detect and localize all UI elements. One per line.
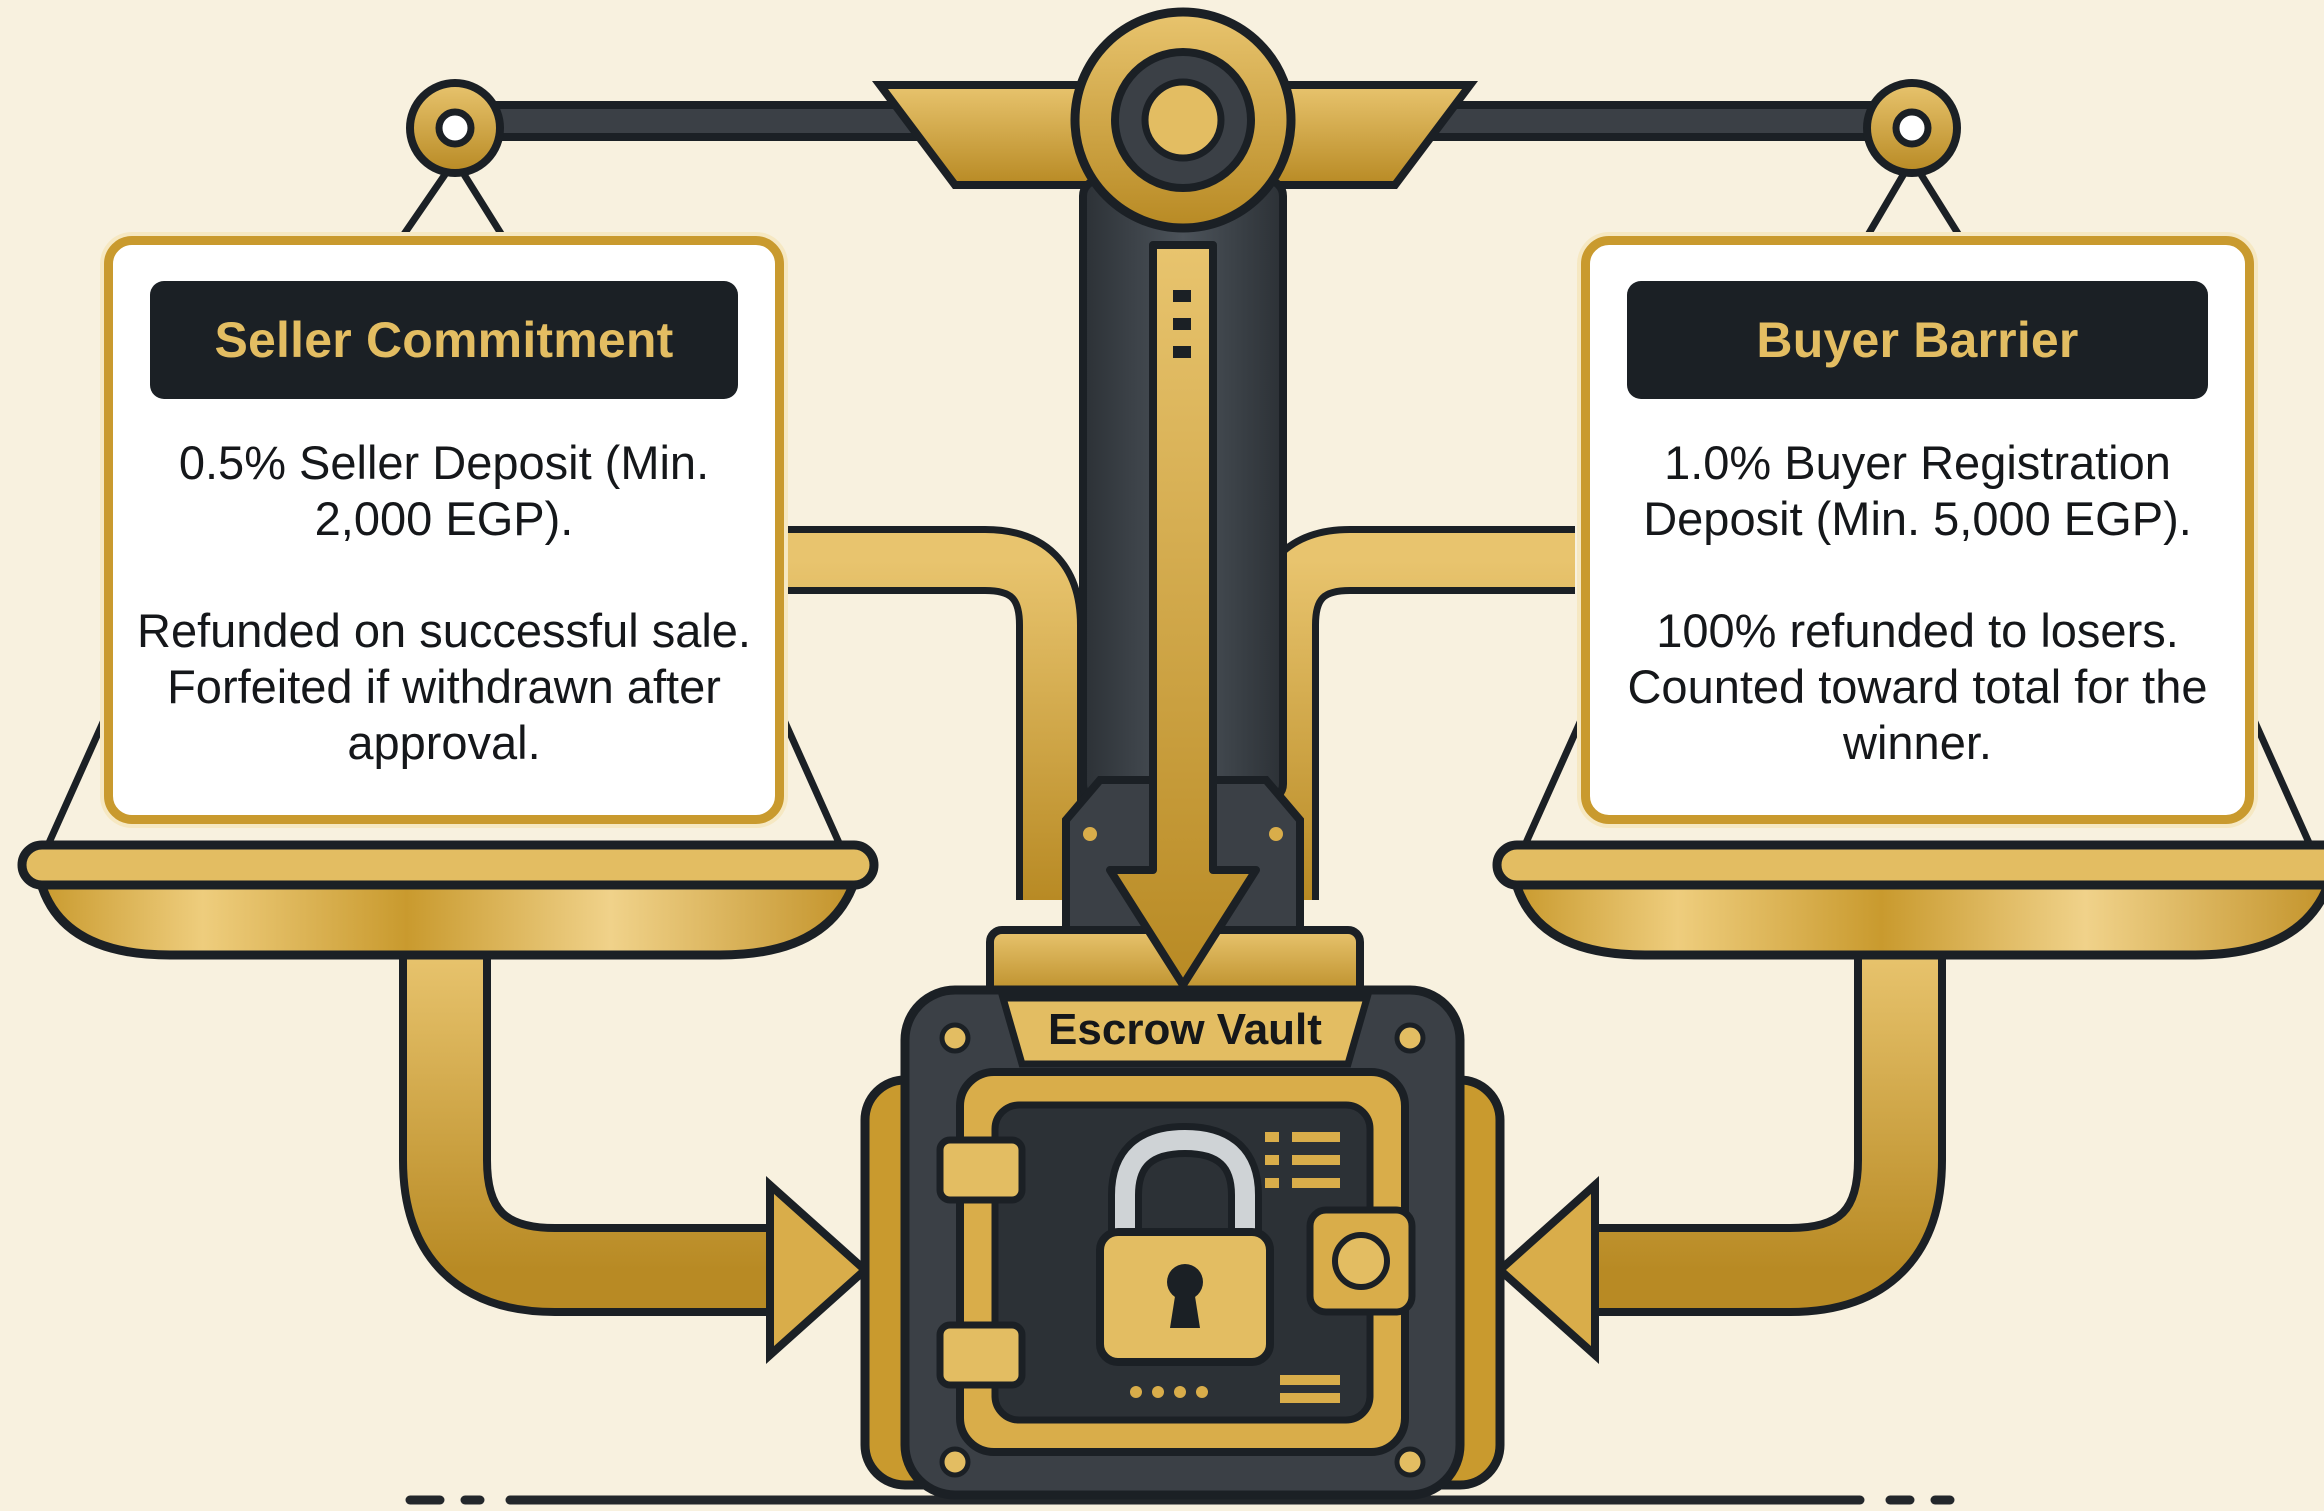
down-arrow-icon [1106, 241, 1260, 989]
seller-card-title: Seller Commitment [150, 281, 738, 399]
vault-label-plate [998, 994, 1372, 1068]
seller-card-body: 0.5% Seller Deposit (Min. 2,000 EGP). Re… [133, 435, 755, 771]
buyer-card-body: 1.0% Buyer Registration Deposit (Min. 5,… [1610, 435, 2225, 771]
padlock-icon [1096, 1122, 1274, 1366]
buyer-deposit-text: 1.0% Buyer Registration Deposit (Min. 5,… [1643, 436, 2192, 545]
seller-pan [17, 840, 879, 960]
pan-strings [44, 718, 2314, 847]
buyer-card-title: Buyer Barrier [1627, 281, 2208, 399]
right-hinge [1861, 79, 1965, 242]
buyer-barrier-card: Buyer Barrier 1.0% Buyer Registration De… [1581, 236, 2254, 824]
pivot-icon [1070, 7, 1296, 233]
buyer-pipe [1565, 950, 1946, 1316]
keyhole-icon [1167, 1264, 1203, 1328]
seller-refund-text: Refunded on successful sale. Forfeited i… [137, 604, 751, 769]
seller-pipe [399, 950, 790, 1316]
hinge-top [936, 1136, 1026, 1204]
right-arrow-icon [766, 1176, 871, 1364]
escrow-vault [860, 985, 1505, 1500]
buyer-refund-text: 100% refunded to losers. Counted toward … [1627, 604, 2208, 769]
seller-deposit-text: 0.5% Seller Deposit (Min. 2,000 EGP). [178, 436, 710, 545]
hinge-bottom [936, 1321, 1026, 1389]
left-hinge [397, 79, 508, 242]
seller-commitment-card: Seller Commitment 0.5% Seller Deposit (M… [104, 236, 784, 824]
left-arrow-icon [1494, 1176, 1599, 1364]
buyer-pan [1492, 840, 2324, 960]
escrow-vault-label: Escrow Vault [1048, 1005, 1322, 1054]
